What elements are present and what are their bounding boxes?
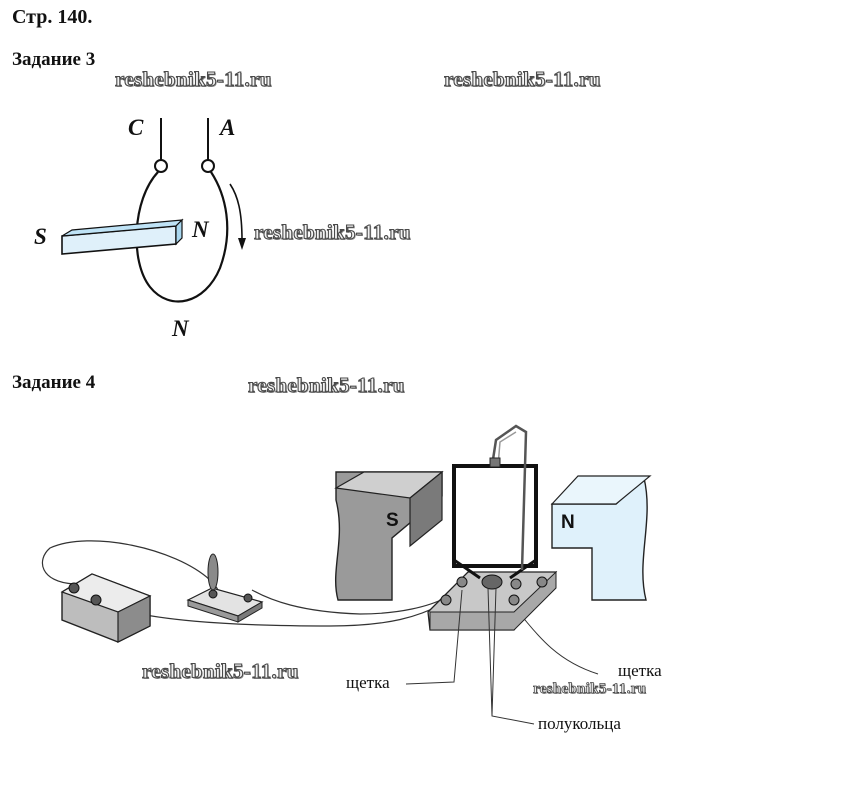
label-a: A: [220, 115, 236, 140]
watermark: reshebnik5-11.ru: [253, 219, 411, 244]
magnet-s-label: S: [386, 510, 399, 531]
wire: [251, 589, 446, 615]
page-label: Стр. 140.: [12, 6, 93, 28]
label-n-magnet: N: [192, 217, 209, 242]
half-rings-label: полукольца: [538, 714, 621, 733]
magnet-n-label: N: [561, 512, 575, 533]
task4-title: Задание 4: [12, 372, 96, 393]
magnet-n: [551, 476, 648, 601]
label-s: S: [34, 224, 47, 249]
watermark: reshebnik5-11.ru: [533, 681, 647, 698]
watermark: reshebnik5-11.ru: [443, 66, 601, 91]
brush-left-label: щетка: [346, 673, 390, 692]
half-rings: [481, 574, 503, 590]
watermark: reshebnik5-11.ru: [141, 658, 299, 683]
task3-title: Задание 3: [12, 49, 96, 70]
leader-brush-left: [405, 589, 463, 685]
terminal-c: [154, 159, 168, 173]
brush-right-label: щетка: [618, 661, 662, 680]
wire: [41, 540, 219, 591]
watermark: reshebnik5-11.ru: [114, 66, 272, 91]
current-arrow: [229, 183, 243, 241]
label-n-bottom: N: [172, 316, 189, 341]
terminal-a: [201, 159, 215, 173]
watermark: reshebnik5-11.ru: [247, 372, 405, 397]
label-c: C: [128, 115, 144, 140]
